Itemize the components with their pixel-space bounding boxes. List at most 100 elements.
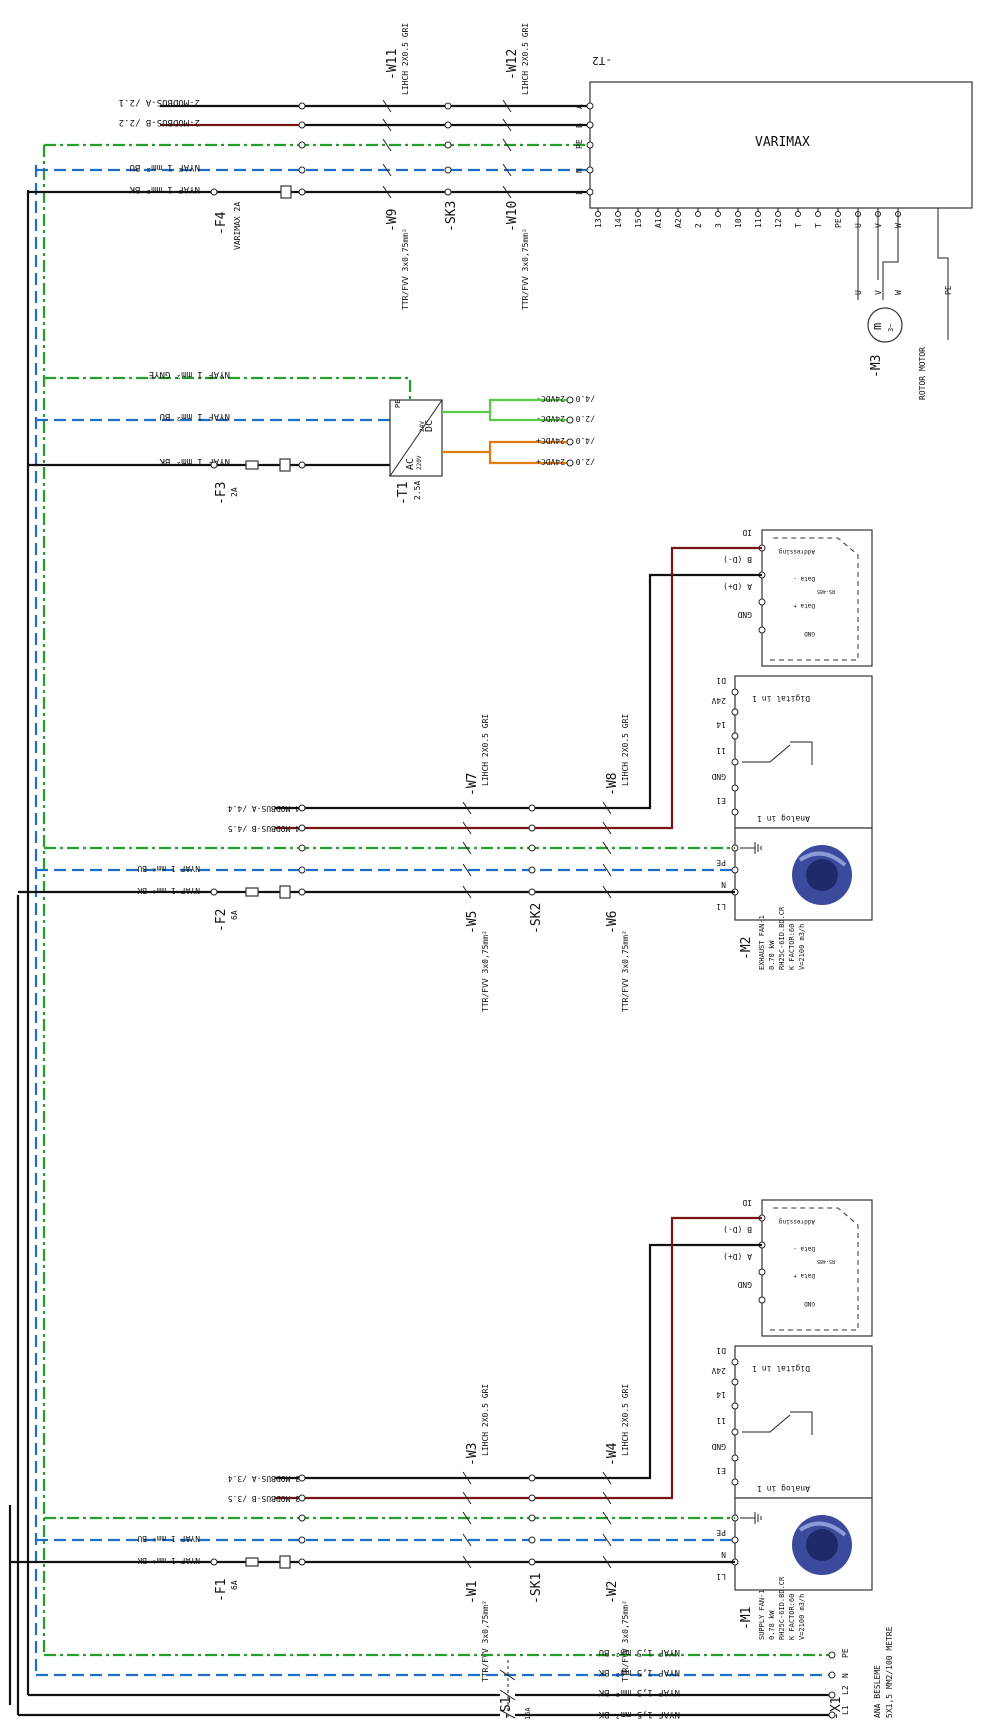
fuse-rating: 6A <box>230 1580 239 1590</box>
fuse-f4-body <box>280 185 292 199</box>
varimax-terminal-label: 2 <box>694 223 703 228</box>
io-terminal-label: D1 <box>716 1346 726 1355</box>
varimax-terminal-label: 14 <box>614 218 623 228</box>
wire-label: 2-MODBUS-A /2.1 <box>119 97 200 107</box>
bus-inner-label: GND <box>804 630 815 637</box>
cable-type: LIHCH 2X0.5 GRI <box>481 1384 490 1456</box>
bus-terminal-label: A (D+) <box>723 582 752 591</box>
svg-text:PE: PE <box>575 139 584 149</box>
io-label: Analog in 1 <box>757 1484 810 1493</box>
varimax-terminal-label: T <box>794 223 803 228</box>
bus-terminal-label: B (D-) <box>723 555 752 564</box>
motor-m3-desc: ROTOR MOTOR <box>918 347 927 400</box>
bus-inner-label: Data + <box>793 1272 815 1279</box>
cable-w9-type: TTR/FVV 3x0,75mm² <box>401 228 410 310</box>
dc-out-label: 24VDC+ <box>536 436 565 445</box>
dc-out-ref: /4.0 <box>576 436 595 445</box>
varimax-terminal-label: 10 <box>734 218 743 228</box>
switch-s1-ref: -S1 <box>499 1697 514 1720</box>
fan-desc-line: RH25C-6ID.BD.CR <box>778 1576 786 1640</box>
svg-text:PE: PE <box>944 285 953 295</box>
varimax-terminal-label: 12 <box>774 218 783 228</box>
cable-ref: -W3 <box>465 1443 480 1466</box>
fuse-ref: -F2 <box>214 909 229 932</box>
svg-text:220V: 220V <box>416 455 423 470</box>
varimax-ref: -T2 <box>592 54 612 67</box>
io-box <box>734 1345 873 1499</box>
cable-ref: -W5 <box>465 911 480 934</box>
io-terminal-label: 11 <box>716 746 726 755</box>
fan-terminal-label: PE <box>716 1528 726 1537</box>
fan-desc-line: EXHAUST FAN-1 <box>758 915 766 970</box>
svg-text:L: L <box>575 190 584 195</box>
fan-desc-line: V=2100 m3/h <box>798 1594 806 1640</box>
cable-type: LIHCH 2X0.5 GRI <box>621 1384 630 1456</box>
varimax-terminal-label: 13 <box>594 218 603 228</box>
bus-inner-label: Data - <box>793 575 815 582</box>
varimax-terminal-label: A2 <box>674 218 683 228</box>
io-terminal-label: 24V <box>711 696 726 705</box>
fan-desc-line: V=2100 m3/h <box>798 924 806 970</box>
io-terminal-label: E1 <box>716 1466 726 1475</box>
motor-m3-phase: 3~ <box>887 324 895 332</box>
io-terminal-label: GND <box>711 772 726 781</box>
dc-out-ref: /4.0 <box>576 394 595 403</box>
fuse-f3-rating: 2A <box>230 487 239 497</box>
wire-label: 4-MODBUS-B /4.5 <box>228 824 300 833</box>
cable-ref: -W7 <box>465 773 480 796</box>
io-terminal-label: D1 <box>716 676 726 685</box>
io-terminal-label: GND <box>711 1442 726 1451</box>
cable-ref: -W8 <box>605 773 620 796</box>
cable-type: TTR/FVV 3x0,75mm² <box>621 930 630 1012</box>
wire-label: NYAF 1 mm² BK <box>159 456 230 466</box>
fuse-f3-ref: -F3 <box>214 482 229 505</box>
main-supply-desc1: ANA BESLEME <box>873 1665 882 1718</box>
wire-label: 4-MODBUS-A /4.4 <box>228 804 300 813</box>
connector-ref: -SK2 <box>529 903 544 934</box>
wire-label: NYAF 1 mm² BK <box>137 1556 200 1565</box>
bus-inner-label: Data + <box>793 602 815 609</box>
fan-terminal-label: N <box>721 1550 726 1559</box>
fan-terminal-label: PE <box>716 858 726 867</box>
cable-type: LIHCH 2X0.5 GRI <box>621 714 630 786</box>
svg-text:PE: PE <box>841 1648 850 1658</box>
io-label: Digital in 1 <box>752 1364 810 1373</box>
cable-w12-ref: -W12 <box>505 49 520 80</box>
svg-text:N: N <box>841 1673 850 1678</box>
main-supply-section: NYAF 1,5 mm² BU NYAF 1,5 mm² BK NYAF 1,5… <box>18 1626 894 1720</box>
fan-terminal-label: L1 <box>716 1572 726 1581</box>
fan-desc-line: 0.78 kW <box>768 1610 776 1640</box>
svg-text:L1: L1 <box>841 1705 850 1715</box>
switch-s1-rating: 16A <box>524 1707 532 1720</box>
bus-terminal-label: GND <box>737 1280 752 1289</box>
bus-terminal-label: B (D-) <box>723 1225 752 1234</box>
transformer-t1-rating: 2.5A <box>413 481 422 500</box>
wire-label: 2-MODBUS-B /2.2 <box>119 117 200 127</box>
varimax-terminal-label: PE <box>834 218 843 228</box>
dc-out-ref: /2.0 <box>576 457 595 466</box>
wire-label: 3-MODBUS-A /3.4 <box>228 1474 300 1483</box>
wire-label: NYAF 1 mm² BU <box>137 864 200 873</box>
dc-out-ref: /2.0 <box>576 414 595 423</box>
wire-label: NYAF 1,5 mm² BK <box>598 1667 680 1677</box>
wire-label: NYAF 1,5 mm² BK <box>598 1687 680 1697</box>
io-label: Analog in 1 <box>757 814 810 823</box>
transformer-section: NYAF 1 mm² GNYE NYAF 1 mm² BU NYAF 1 mm²… <box>28 369 595 505</box>
wire-label: NYAF 1,5 mm² BK <box>598 1709 680 1719</box>
connector-ref: -SK1 <box>529 1573 544 1604</box>
fuse-f4-ref: -F4 <box>214 211 229 235</box>
main-supply-desc2: 5X1,5 MM2/100 METRE <box>885 1626 894 1718</box>
motor-m3-ref: -M3 <box>869 355 884 378</box>
bus-inner-label: Addressing <box>778 1218 815 1225</box>
varimax-box <box>589 81 973 209</box>
io-terminal-label: 14 <box>716 720 726 729</box>
wire-label: NYAF 1 mm² GNYE <box>149 369 230 379</box>
svg-text:DC: DC <box>424 420 435 432</box>
motor-m3-symbol <box>867 307 903 343</box>
io-terminal-label: 14 <box>716 1390 726 1399</box>
fan-terminal-label: L1 <box>716 902 726 911</box>
fan-ref: -M1 <box>739 1607 754 1630</box>
bus-terminal-label: A (D+) <box>723 1252 752 1261</box>
